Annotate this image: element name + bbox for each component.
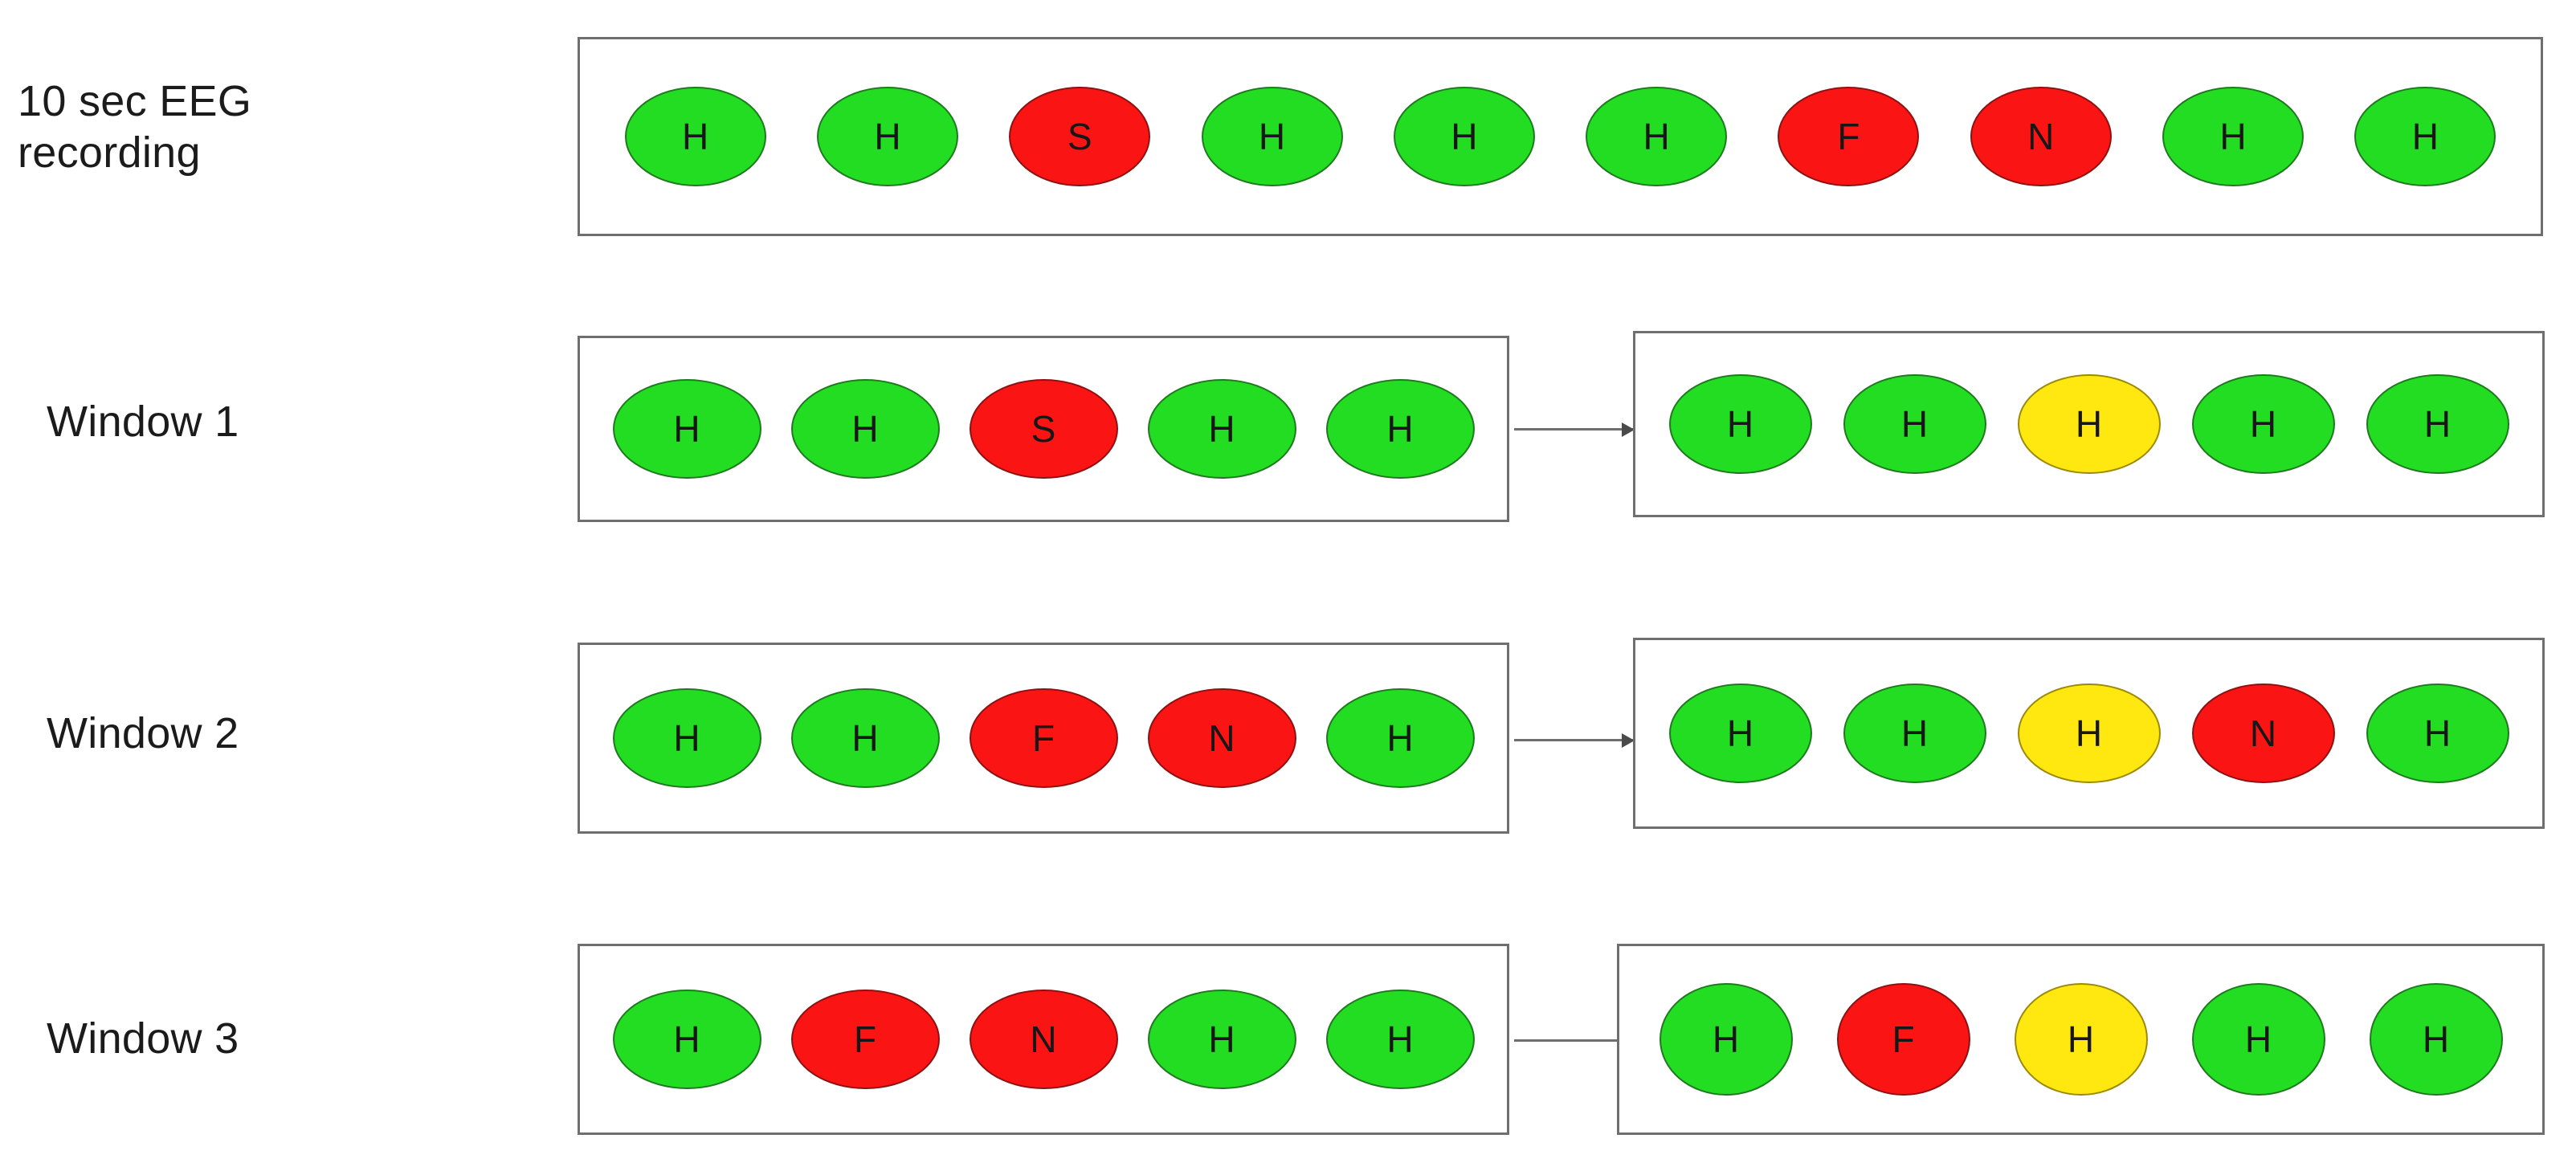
row-label-window-2: Window 2 bbox=[47, 709, 239, 757]
token-eeg-recording-10: H bbox=[2354, 87, 2496, 186]
token-window-1-left-1: H bbox=[612, 379, 761, 479]
token-window-2-left-5: H bbox=[1325, 688, 1475, 788]
row-label-window-1: Window 1 bbox=[47, 398, 239, 446]
token-window-3-right-4: H bbox=[2191, 983, 2325, 1096]
token-window-3-right-2: F bbox=[1836, 983, 1970, 1096]
token-eeg-recording-4: H bbox=[1201, 87, 1343, 186]
token-window-2-right-5: H bbox=[2366, 684, 2509, 783]
token-window-2-right-4: N bbox=[2191, 684, 2335, 783]
token-window-2-right-1: H bbox=[1668, 684, 1812, 783]
token-eeg-recording-3: S bbox=[1009, 87, 1151, 186]
token-window-3-left-2: F bbox=[790, 990, 940, 1089]
token-window-1-right-3: H bbox=[2017, 374, 2161, 474]
token-window-1-right-4: H bbox=[2191, 374, 2335, 474]
token-window-2-left-2: H bbox=[790, 688, 940, 788]
token-window-2-left-1: H bbox=[612, 688, 761, 788]
token-eeg-recording-2: H bbox=[816, 87, 958, 186]
token-window-2-right-2: H bbox=[1843, 684, 1986, 783]
token-window-1-right-1: H bbox=[1668, 374, 1812, 474]
token-eeg-recording-5: H bbox=[1393, 87, 1535, 186]
token-window-1-right-2: H bbox=[1843, 374, 1986, 474]
token-window-3-left-4: H bbox=[1147, 990, 1296, 1089]
token-window-1-left-4: H bbox=[1147, 379, 1296, 479]
token-window-3-left-1: H bbox=[612, 990, 761, 1089]
row-label-eeg-recording: 10 sec EEG recording bbox=[18, 77, 252, 177]
token-window-3-right-1: H bbox=[1659, 983, 1793, 1096]
token-window-1-right-5: H bbox=[2366, 374, 2509, 474]
token-window-1-left-2: H bbox=[790, 379, 940, 479]
token-window-1-left-5: H bbox=[1325, 379, 1475, 479]
token-window-2-left-4: N bbox=[1147, 688, 1296, 788]
arrow-window-1 bbox=[1514, 428, 1633, 431]
token-window-1-left-3: S bbox=[969, 379, 1118, 479]
token-window-3-left-3: N bbox=[969, 990, 1118, 1089]
token-eeg-recording-9: H bbox=[2162, 87, 2305, 186]
arrow-window-2 bbox=[1514, 739, 1633, 741]
token-window-2-left-3: F bbox=[969, 688, 1118, 788]
row-label-window-3: Window 3 bbox=[47, 1014, 239, 1063]
token-window-2-right-3: H bbox=[2017, 684, 2161, 783]
token-window-3-right-5: H bbox=[2369, 983, 2503, 1096]
token-eeg-recording-8: N bbox=[1970, 87, 2112, 186]
token-eeg-recording-6: H bbox=[1586, 87, 1728, 186]
token-eeg-recording-1: H bbox=[624, 87, 766, 186]
arrow-window-3 bbox=[1514, 1039, 1633, 1042]
token-window-3-right-3: H bbox=[2014, 983, 2148, 1096]
token-eeg-recording-7: F bbox=[1778, 87, 1920, 186]
token-window-3-left-5: H bbox=[1325, 990, 1475, 1089]
